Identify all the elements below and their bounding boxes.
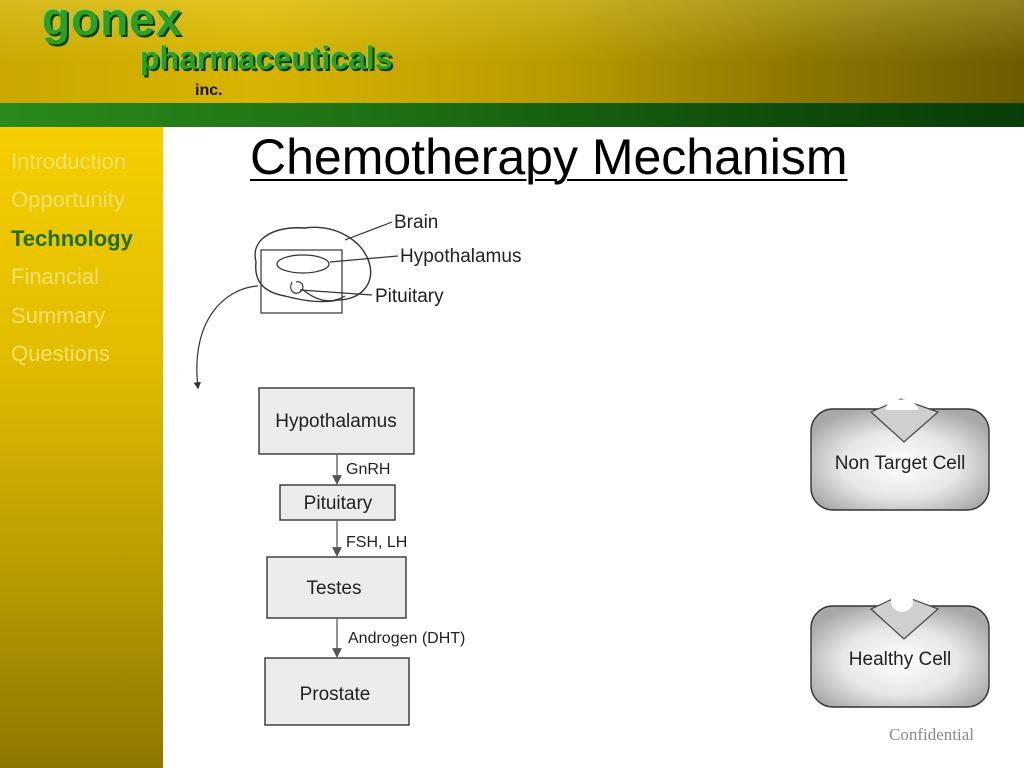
nav-item-financial[interactable]: Financial [11, 264, 100, 289]
page-title: Chemotherapy Mechanism [250, 129, 848, 185]
confidential-footer: Confidential [889, 725, 974, 744]
header-green-band [0, 103, 1024, 127]
non-target-cell-label: Non Target Cell [835, 453, 966, 474]
flow-box-hypothalamus-label: Hypothalamus [275, 411, 396, 432]
header-banner: gonex pharmaceuticals inc. [0, 0, 1024, 103]
healthy-cell: Healthy Cell [810, 590, 990, 708]
flow-box-pituitary-label: Pituitary [304, 493, 373, 514]
non-target-cell: Non Target Cell [810, 398, 990, 511]
logo-pharmaceuticals: pharmaceuticals [140, 40, 393, 76]
label-pituitary-brain: Pituitary [375, 286, 444, 307]
flow-box-prostate-label: Prostate [300, 684, 371, 705]
nav-item-introduction[interactable]: Introduction [11, 149, 126, 174]
nav-item-summary[interactable]: Summary [11, 303, 106, 328]
nav-item-opportunity[interactable]: Opportunity [11, 187, 125, 212]
label-brain: Brain [394, 212, 438, 233]
flow-box-testes-label: Testes [307, 578, 362, 599]
flow-box-testes [266, 556, 407, 619]
logo-inc: inc. [195, 82, 223, 99]
healthy-cell-label: Healthy Cell [849, 649, 951, 670]
nav-item-questions[interactable]: Questions [11, 341, 111, 366]
brain-illustration [193, 221, 399, 390]
nav-item-technology[interactable]: Technology [11, 226, 133, 251]
label-androgen: Androgen (DHT) [348, 630, 465, 647]
flow-box-prostate [264, 657, 410, 726]
flow-box-pituitary [279, 484, 396, 521]
label-gnrh: GnRH [346, 461, 390, 478]
flow-box-hypothalamus [258, 387, 415, 455]
logo-gonex: gonex [42, 0, 183, 45]
label-fsh-lh: FSH, LH [346, 534, 407, 551]
header-shine [0, 0, 1024, 103]
sidebar-nav: Introduction Opportunity Technology Fina… [0, 127, 163, 768]
label-hypothalamus-brain: Hypothalamus [400, 246, 521, 267]
